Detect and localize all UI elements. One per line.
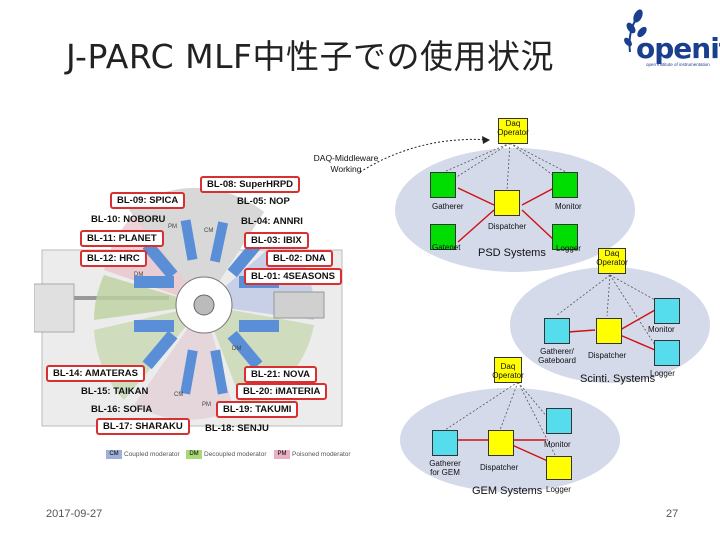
psd-operator-label: Daq Operator xyxy=(497,119,529,137)
beamline-label: BL-18: SENJU xyxy=(205,423,269,434)
beamline-label: BL-14: AMATERAS xyxy=(46,365,145,382)
beamline-label: BL-04: ANNRI xyxy=(241,216,303,227)
legend-label: Coupled moderator xyxy=(124,451,180,458)
psd-dispatcher-box xyxy=(494,190,520,216)
gem-gatherer-label: Gatherer for GEM xyxy=(429,459,461,477)
psd-dispatcher-label: Dispatcher xyxy=(488,222,527,231)
psd-systems-label: PSD Systems xyxy=(478,247,546,259)
scinti-gatherer-box xyxy=(544,318,570,344)
beamline-label: BL-15: TAIKAN xyxy=(81,386,149,397)
beamline-label: BL-16: SOFIA xyxy=(91,404,153,415)
scinti-logger-label: Logger xyxy=(650,369,675,378)
beamline-label: BL-01: 4SEASONS xyxy=(244,268,342,285)
gem-monitor-box xyxy=(546,408,572,434)
psd-logger-label: Logger xyxy=(556,244,581,253)
logo-wordmark: openit xyxy=(636,32,720,65)
gem-dispatcher-label: Dispatcher xyxy=(480,463,519,472)
beamline-label: BL-02: DNA xyxy=(266,250,333,267)
moderator-tag: CM xyxy=(204,228,214,234)
scinti-dispatcher-box xyxy=(596,318,622,344)
psd-gatenet-label: Gatenet xyxy=(432,243,461,252)
beamline-label: BL-20: iMATERIA xyxy=(236,383,328,400)
moderator-tag: DM xyxy=(134,272,144,278)
slide-date: 2017-09-27 xyxy=(46,508,103,520)
psd-logger-box xyxy=(552,224,578,250)
beamline-label: BL-10: NOBORU xyxy=(91,214,166,225)
beamline-label: BL-09: SPICA xyxy=(110,192,186,209)
moderator-tag: CM xyxy=(174,392,184,398)
middleware-label: DAQ-Middleware Working xyxy=(313,153,379,174)
logo-tagline: open institute of instrumentation xyxy=(646,62,710,67)
beamline-label: BL-11: PLANET xyxy=(80,230,164,247)
gem-gatherer-box xyxy=(432,430,458,456)
beamline-label: BL-21: NOVA xyxy=(244,366,317,383)
moderator-tag: DM xyxy=(232,346,242,352)
psd-monitor-box xyxy=(552,172,578,198)
scinti-operator-label: Daq Operator xyxy=(596,249,628,267)
scinti-dispatcher-label: Dispatcher xyxy=(588,351,627,360)
scinti-gatherer-label: Gatherer/ Gateboard xyxy=(538,347,576,365)
beamline-label: BL-12: HRC xyxy=(80,250,147,267)
legend-swatch: DM xyxy=(186,450,202,459)
scinti-systems-label: Scinti. Systems xyxy=(580,373,656,385)
gem-operator-label: Daq Operator xyxy=(492,362,524,380)
beamline-label: BL-17: SHARAKU xyxy=(96,418,190,435)
page-number: 27 xyxy=(666,508,679,520)
gem-logger-box xyxy=(546,456,572,480)
scinti-monitor-label: Monitor xyxy=(648,325,675,334)
gem-systems-label: GEM Systems xyxy=(472,485,543,497)
beamline-label: BL-08: SuperHRPD xyxy=(200,176,301,193)
psd-monitor-label: Monitor xyxy=(555,202,582,211)
slide-title: J-PARC MLF中性子での使用状況 xyxy=(66,37,554,76)
legend-swatch: CM xyxy=(106,450,122,459)
gem-monitor-label: Monitor xyxy=(544,440,571,449)
beamline-label: BL-03: IBIX xyxy=(244,232,309,249)
scinti-monitor-box xyxy=(654,298,680,324)
openit-logo: openit open institute of instrumentation xyxy=(616,6,720,72)
beamline-label: BL-05: NOP xyxy=(237,196,290,207)
gem-dispatcher-box xyxy=(488,430,514,456)
scinti-logger-box xyxy=(654,340,680,366)
legend-label: Decoupled moderator xyxy=(204,451,267,458)
moderator-tag: PM xyxy=(202,402,211,408)
leaf-icon xyxy=(624,9,647,53)
psd-gatherer-box xyxy=(430,172,456,198)
beamline-label: BL-19: TAKUMI xyxy=(216,401,299,418)
gem-logger-label: Logger xyxy=(546,485,571,494)
moderator-tag: PM xyxy=(168,224,177,230)
scinti-operator-box xyxy=(598,248,626,274)
psd-gatherer-label: Gatherer xyxy=(432,202,464,211)
gem-operator-box xyxy=(494,357,522,383)
psd-gatenet-box xyxy=(430,224,456,250)
psd-operator-box xyxy=(498,118,528,144)
moderator-legend: CM Coupled moderator DM Decoupled modera… xyxy=(106,448,351,462)
legend-label: Poisoned moderator xyxy=(292,451,351,458)
legend-swatch: PM xyxy=(274,450,290,459)
